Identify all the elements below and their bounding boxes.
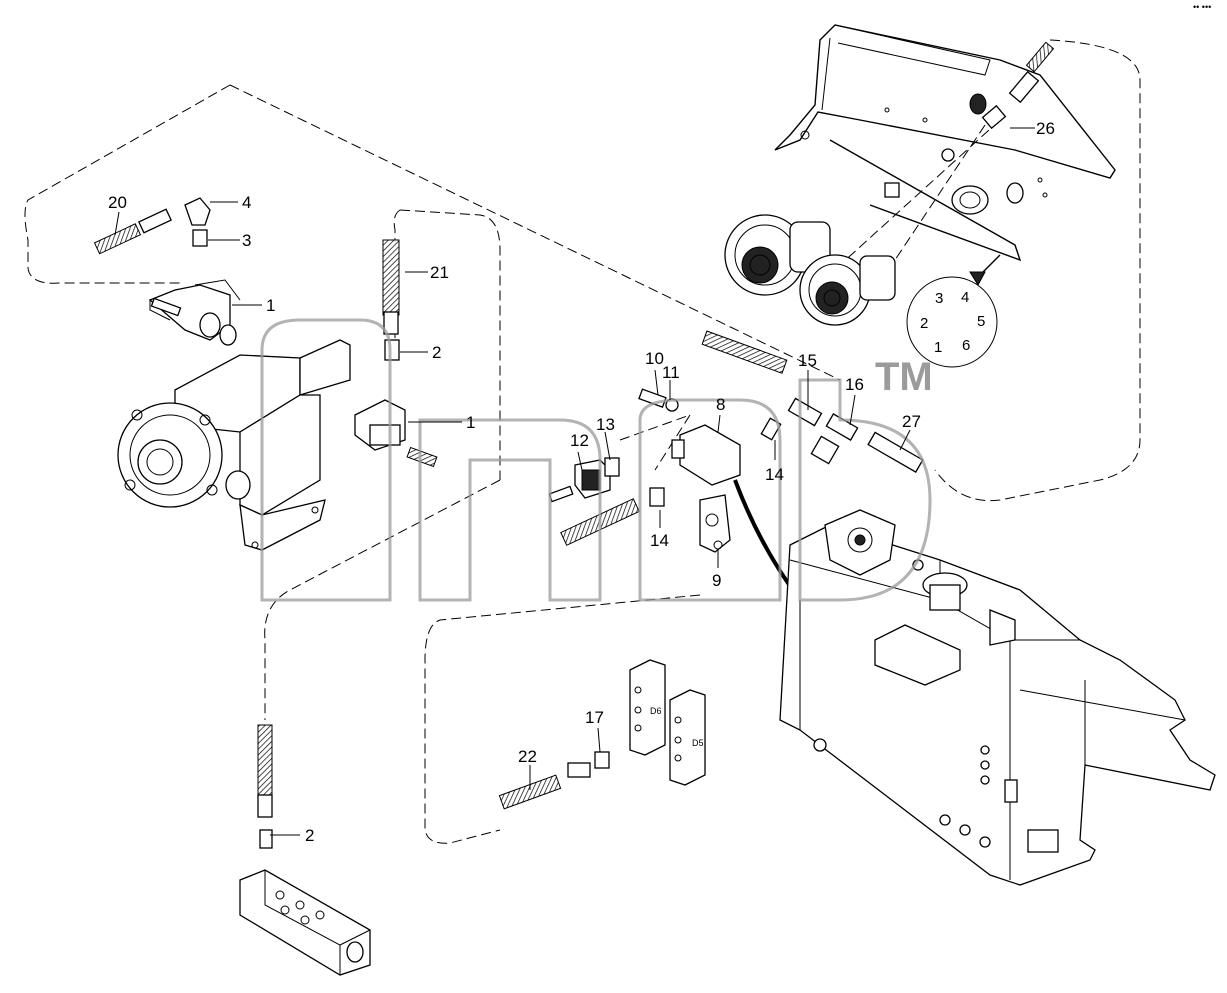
callout-labels: 20 4 3 1 21 2 1 10 11 8 13 12 15 16 27 1…	[108, 119, 1055, 845]
watermark: TM	[260, 318, 933, 602]
callout-20: 20	[108, 193, 127, 212]
compressor-assembly	[117, 339, 351, 551]
callout-22: 22	[518, 747, 537, 766]
callout-15: 15	[798, 351, 817, 370]
callout-4: 4	[242, 193, 251, 212]
callout-9: 9	[712, 571, 721, 590]
distribution-blocks: D6 D5	[498, 659, 706, 810]
center-fittings	[354, 239, 438, 468]
port-label: 2	[920, 315, 928, 332]
port-label: 1	[934, 339, 942, 356]
block-label-d6: D6	[650, 706, 662, 716]
port-label: 5	[977, 313, 985, 330]
dashed-group-outlines	[24, 39, 1141, 844]
left-fittings	[93, 197, 241, 346]
callout-2: 2	[432, 343, 441, 362]
callout-13: 13	[596, 415, 615, 434]
block-label-d5: D5	[692, 738, 704, 748]
callout-1: 1	[266, 296, 275, 315]
callout-26: 26	[1036, 119, 1055, 138]
callout-14: 14	[765, 465, 784, 484]
main-frame	[779, 509, 1216, 886]
callout-17: 17	[585, 708, 604, 727]
callout-8: 8	[716, 395, 725, 414]
leader-lines	[114, 127, 1035, 836]
callout-3: 3	[242, 231, 251, 250]
corner-mark: •• •••	[1193, 2, 1211, 12]
callout-11: 11	[662, 363, 680, 382]
callout-27: 27	[902, 412, 921, 431]
callout-2-lower: 2	[305, 826, 314, 845]
watermark-trademark: TM	[875, 355, 933, 399]
lower-manifold	[239, 724, 371, 976]
callout-12: 12	[570, 431, 589, 450]
port-label: 4	[961, 289, 969, 306]
port-label: 6	[962, 337, 970, 354]
callout-14-lower: 14	[650, 531, 669, 550]
port-label: 3	[935, 290, 943, 307]
port-number-diagram: 1 2 3 4 5 6	[906, 254, 1001, 368]
valve-hubs	[724, 214, 896, 326]
callout-10: 10	[645, 349, 664, 368]
mounting-panel	[774, 24, 1116, 262]
callout-1-lower: 1	[466, 413, 475, 432]
callout-21: 21	[430, 263, 449, 282]
callout-16: 16	[845, 375, 864, 394]
